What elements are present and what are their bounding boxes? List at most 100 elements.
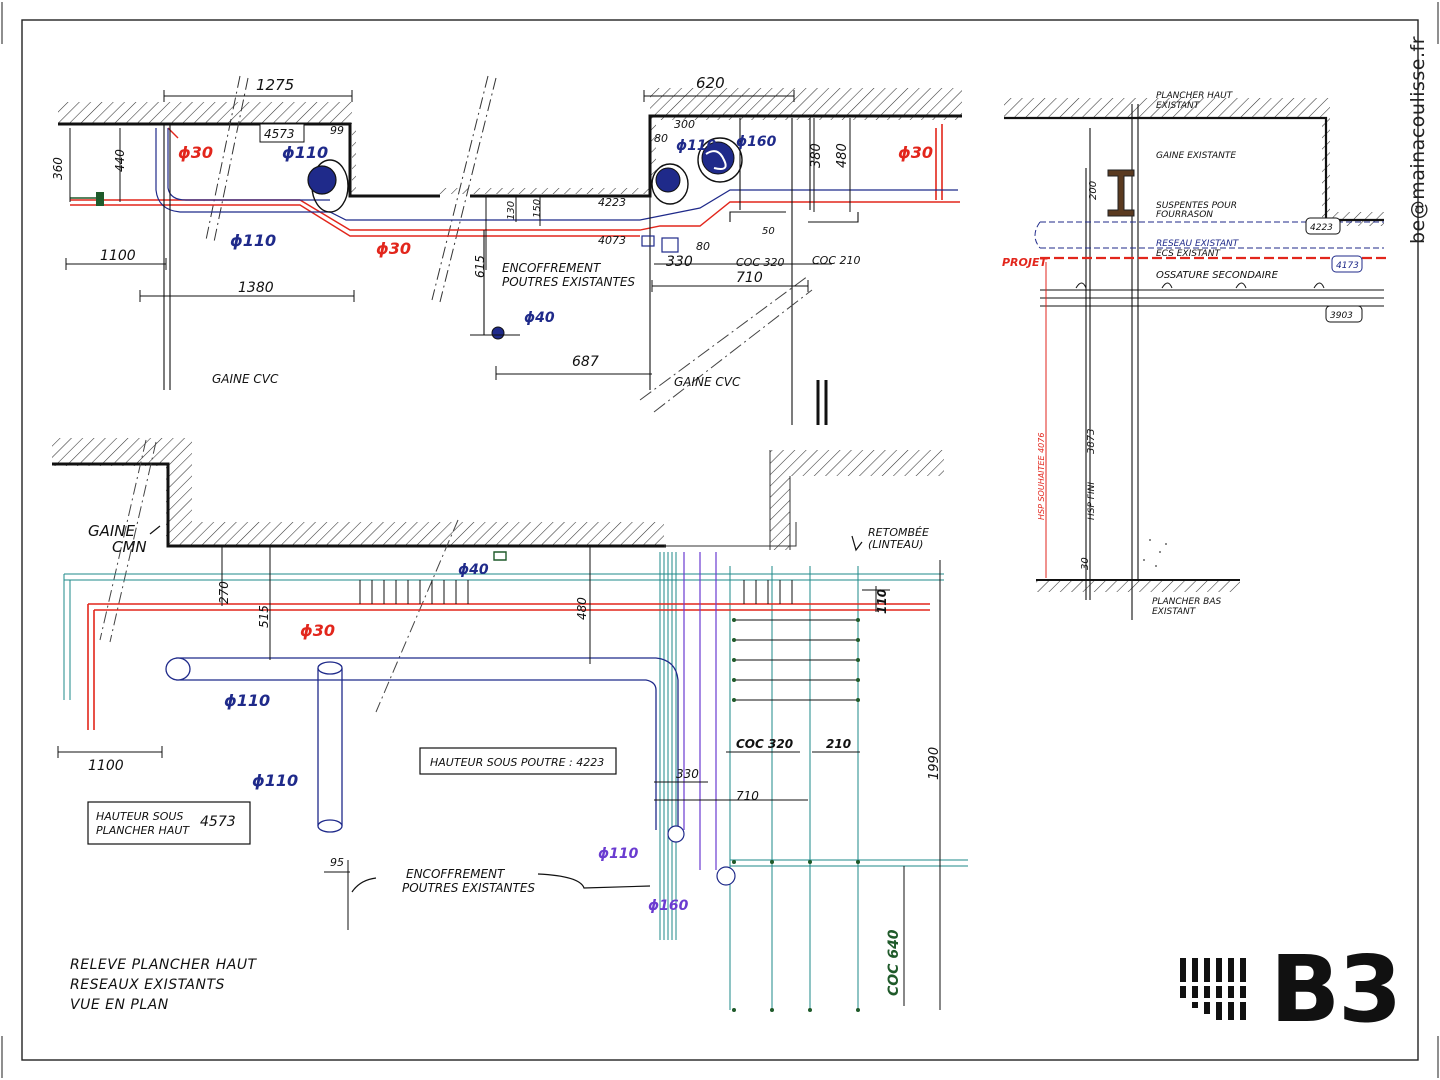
phi30-right: ϕ30 — [898, 143, 933, 162]
plan-retombee-1: RETOMBÉE — [868, 526, 929, 539]
plan-view — [52, 438, 968, 1012]
right-blue-duct — [1034, 221, 1384, 249]
r-ossature: OSSATURE SECONDAIRE — [1156, 270, 1279, 281]
gaine-cvc-left: GAINE CVC — [212, 372, 279, 386]
r-reseau-2: ECS EXISTANT — [1156, 249, 1221, 259]
plan-gaine-2: CMN — [112, 538, 147, 556]
plan-hauteur-haut-1: HAUTEUR SOUS — [96, 810, 183, 823]
plan-violet-pipes — [683, 552, 717, 870]
title-line-3: VUE EN PLAN — [70, 997, 169, 1013]
plan-dim-710: 710 — [736, 789, 759, 803]
dim-1100: 1100 — [100, 248, 136, 264]
dim-50: 50 — [762, 226, 775, 237]
phi110-top-c: ϕ110 — [676, 138, 717, 154]
coc-210-top: COC 210 — [812, 254, 861, 267]
phi110-top-a: ϕ110 — [282, 143, 328, 162]
plan-ladder — [359, 580, 858, 701]
phi40-top: ϕ40 — [524, 310, 555, 326]
dim-710: 710 — [736, 270, 763, 286]
r-plancher-bas-1: PLANCHER BAS — [1152, 597, 1222, 607]
duct-phi40 — [491, 326, 505, 340]
dim-4223: 4223 — [598, 196, 626, 209]
dim-380: 380 — [809, 143, 824, 168]
dim-150: 150 — [532, 199, 543, 218]
dim-4573: 4573 — [264, 127, 295, 141]
plan-retombee-2: (LINTEAU) — [868, 538, 923, 551]
plan-gaine-1: GAINE — [88, 522, 136, 540]
plan-dim-210: 210 — [826, 737, 851, 751]
plan-text: GAINE CMN RETOMBÉE (LINTEAU) HAUTEUR SOU… — [88, 522, 942, 996]
dim-687: 687 — [572, 354, 599, 370]
dim-80a: 80 — [654, 132, 668, 145]
dim-330: 330 — [666, 254, 693, 270]
r-dim-4173: 4173 — [1336, 261, 1359, 271]
r-dim-30: 30 — [1080, 557, 1091, 570]
plan-dim-1100: 1100 — [88, 758, 124, 774]
phi30-mid: ϕ30 — [376, 239, 411, 258]
dim-1275: 1275 — [256, 76, 294, 94]
r-dim-4223: 4223 — [1310, 223, 1333, 233]
r-plancher-haut-1: PLANCHER HAUT — [1156, 91, 1234, 101]
plan-encoffrement-2: POUTRES EXISTANTES — [402, 881, 535, 895]
dim-620: 620 — [696, 74, 725, 92]
dim-615: 615 — [473, 255, 487, 278]
r-hsp-souhaitee: HSP SOUHAITEE 4076 — [1037, 433, 1046, 520]
duct-phi110-b-fill — [655, 167, 681, 193]
dim-99: 99 — [330, 124, 344, 137]
plan-phi40: ϕ40 — [458, 562, 489, 578]
plan-blue-duct-vert — [317, 668, 343, 826]
plan-blue-duct — [176, 657, 679, 830]
phi30-left: ϕ30 — [178, 143, 213, 162]
plan-phi160: ϕ160 — [648, 898, 689, 914]
plan-dim-515: 515 — [257, 605, 271, 628]
ceiling-hatch — [58, 88, 962, 194]
section-right-text: PLANCHER HAUT EXISTANT GAINE EXISTANTE S… — [1002, 91, 1359, 617]
plan-wall-right-hatch — [770, 450, 944, 550]
r-suspentes-2: FOURRASON — [1156, 210, 1213, 220]
red-duct-right — [935, 124, 943, 200]
email-contact: be@mainacoulisse.fr — [1406, 30, 1430, 250]
plan-box-hauteur-haut — [87, 801, 251, 845]
plan-phi30: ϕ30 — [300, 621, 335, 640]
i-beam — [1107, 169, 1135, 217]
title-line-2: RESEAUX EXISTANTS — [70, 977, 225, 993]
dim-4073: 4073 — [598, 234, 626, 247]
dim-80b: 80 — [696, 240, 710, 253]
sheet-frame — [21, 19, 1419, 1061]
dim-1380: 1380 — [238, 280, 274, 296]
gaine-cvc-right-hatch — [639, 275, 813, 413]
dimension-lines — [65, 90, 851, 380]
plan-phi110-b: ϕ110 — [252, 771, 298, 790]
r-plancher-haut-2: EXISTANT — [1156, 101, 1201, 111]
small-box-2 — [641, 235, 655, 247]
plan-coc-640: COC 640 — [886, 929, 902, 996]
plan-hauteur-haut-val: 4573 — [200, 814, 236, 830]
right-floor-hatch — [1036, 580, 1240, 592]
plan-dimension-lines — [57, 546, 941, 1010]
duct-phi160 — [697, 137, 743, 183]
r-suspentes-1: SUSPENTES POUR — [1156, 201, 1237, 211]
section-top-text: 1275 620 1100 1380 687 710 330 300 99 80… — [51, 74, 861, 389]
plan-hauteur-poutre: HAUTEUR SOUS POUTRE : 4223 — [430, 756, 604, 769]
section-top — [58, 75, 962, 425]
dim-130: 130 — [506, 201, 517, 220]
plan-colored-text: ϕ40 ϕ30 ϕ110 ϕ110 ϕ110 ϕ160 — [224, 562, 689, 914]
plan-dim-270: 270 — [217, 581, 231, 604]
duct-phi110-a-fill — [307, 165, 337, 195]
plan-encoffrement-1: ENCOFFREMENT — [406, 867, 506, 881]
small-box-1 — [661, 237, 679, 253]
plan-hauteur-haut-2: PLANCHER HAUT — [96, 824, 190, 837]
r-plancher-bas-2: EXISTANT — [1152, 607, 1197, 617]
r-gaine: GAINE EXISTANTE — [1156, 151, 1236, 161]
dim-300: 300 — [674, 118, 695, 131]
plan-wall-hatch — [52, 438, 664, 546]
r-dim-3873: 3873 — [1086, 429, 1097, 454]
phi160-top: ϕ160 — [736, 134, 777, 150]
plan-dim-110: 110 — [875, 589, 889, 614]
encoffrement-top-2: POUTRES EXISTANTES — [502, 275, 635, 289]
coc-320-top: COC 320 — [736, 256, 785, 269]
encoffrement-top-1: ENCOFFREMENT — [502, 261, 602, 275]
b3-logo-mark — [1180, 958, 1246, 1020]
